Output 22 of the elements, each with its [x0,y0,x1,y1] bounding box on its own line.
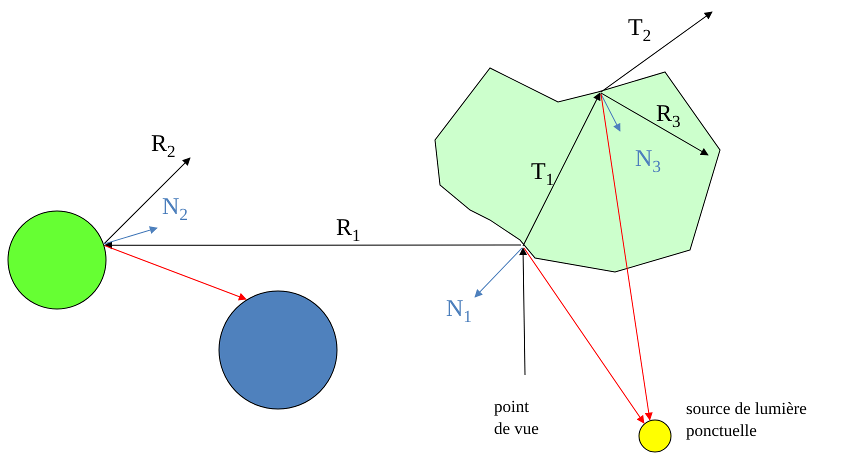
ray-arrow [600,92,709,156]
vector-label: R$_{2}$ [151,131,176,157]
ray-arrow [104,241,522,250]
ray-arrow [474,248,522,298]
ray-arrow [522,92,600,246]
vector-label: N$_{3}$ [635,146,661,172]
ray-arrow [104,226,158,244]
ray-arrow [600,94,620,132]
vector-label: T$_{2}$ [628,15,652,41]
ray-arrow [524,248,644,424]
vector-label: N$_{1}$ [446,296,472,322]
vector-label: T$_{1}$ [531,159,554,185]
vector-label: R$_{3}$ [656,101,681,127]
light-source-caption: source de lumière ponctuelle [686,398,808,442]
ray-arrow [600,94,653,421]
vector-label: N$_{2}$ [162,194,188,220]
viewpoint-label: point de vue [494,396,540,440]
ray-arrow [104,157,191,244]
vector-label: R$_{1}$ [336,215,361,241]
ray-arrow [104,245,247,300]
ray-arrow [519,247,528,376]
ray-arrow [600,12,713,92]
